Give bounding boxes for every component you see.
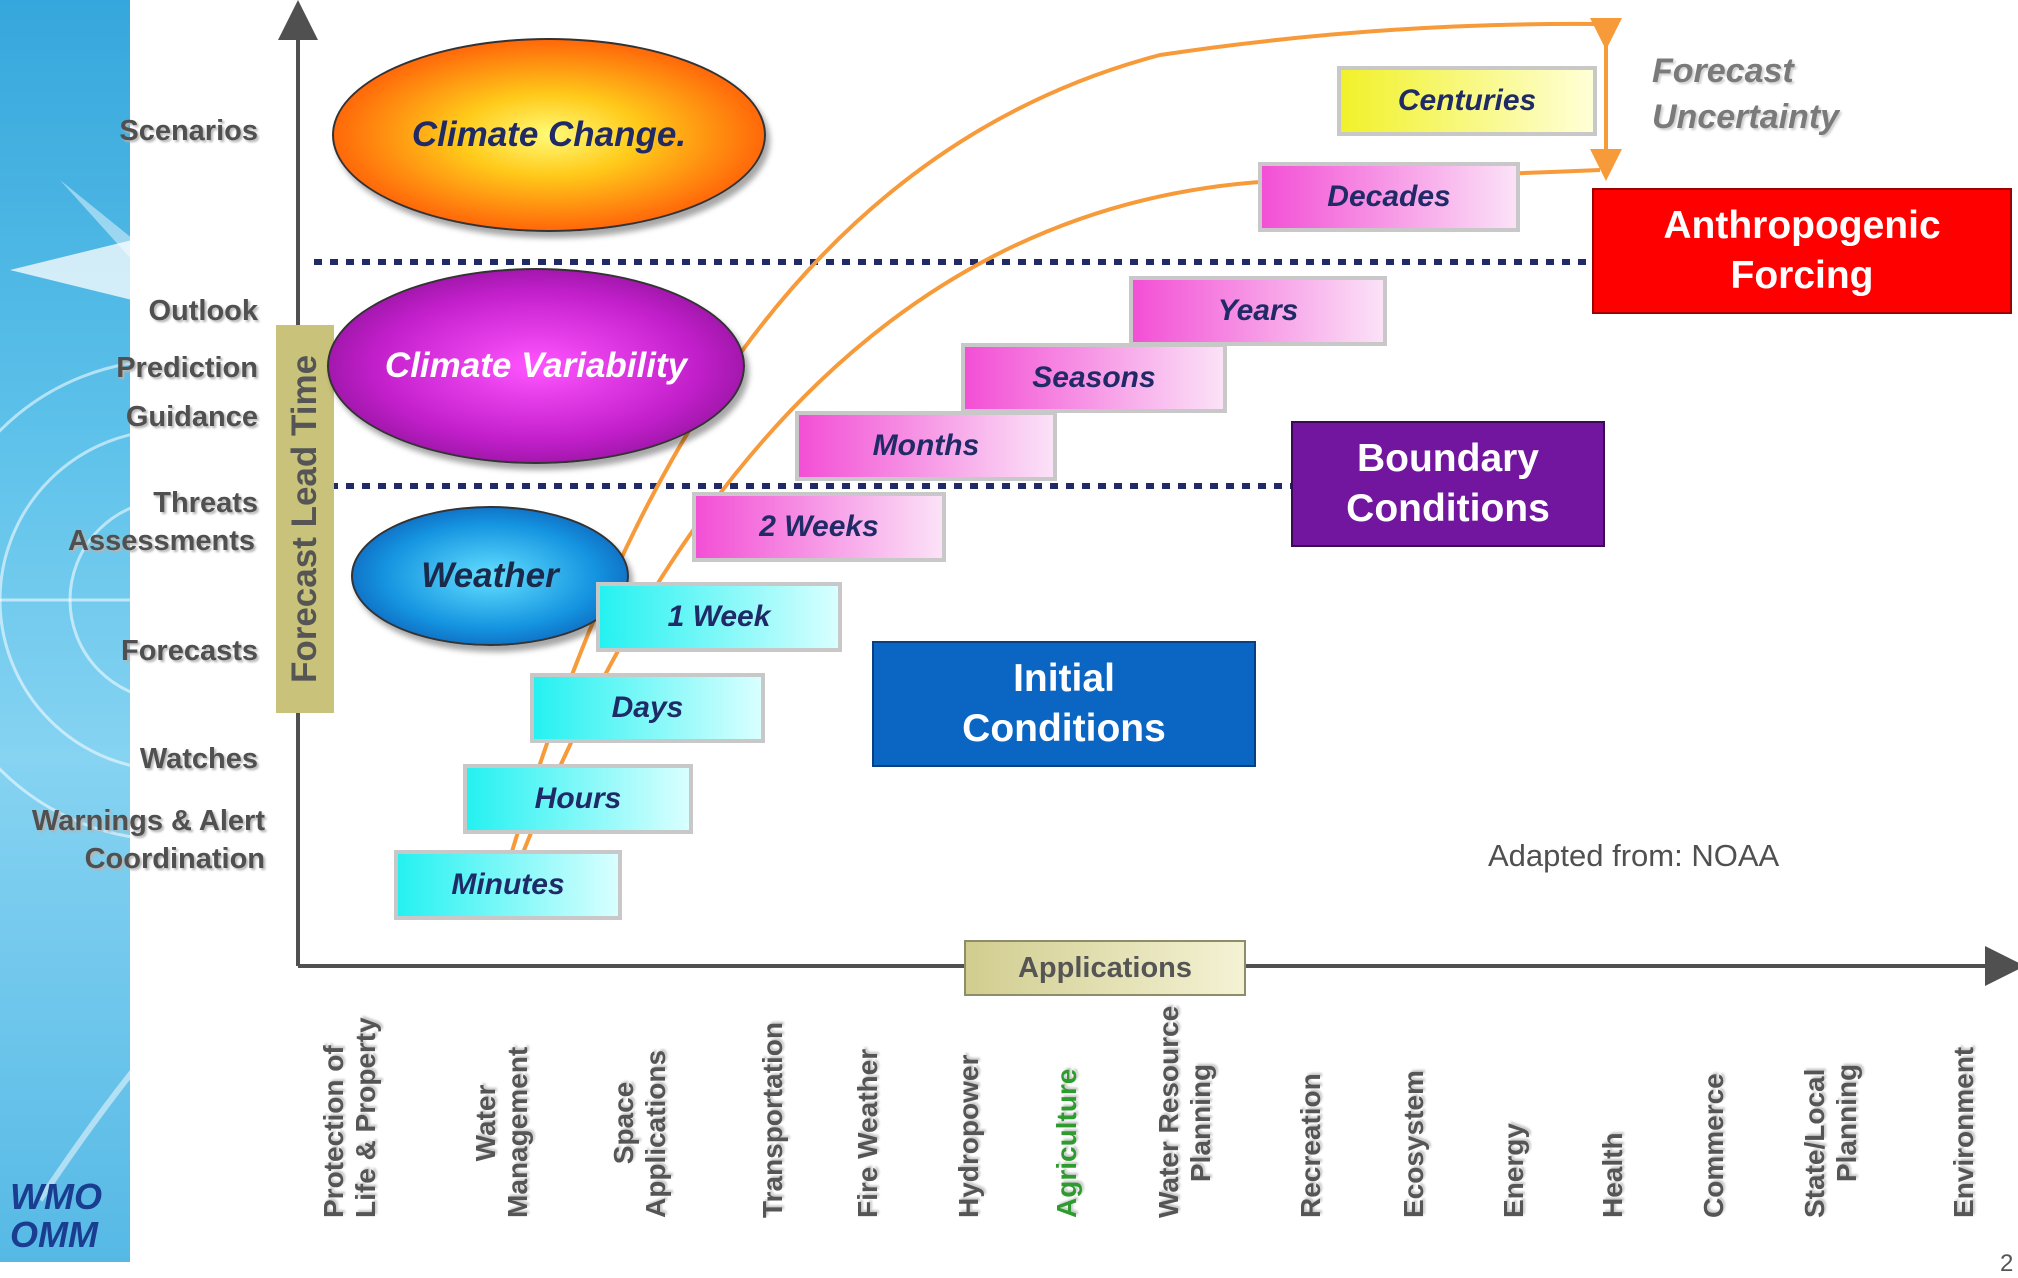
weather-ellipse: Weather <box>351 506 629 646</box>
app-ecosystem: Ecosystem <box>1398 1070 1429 1218</box>
wmo-logo-line1: WMO <box>10 1176 102 1217</box>
lead-label-prediction: Prediction <box>116 352 258 384</box>
wmo-emblem-watermark <box>0 120 300 1202</box>
wmo-logo: WMO OMM <box>10 1178 102 1254</box>
weather-label: Weather <box>421 556 559 595</box>
timescale-seasons: Seasons <box>961 343 1227 413</box>
climate-variability-label: Climate Variability <box>384 346 688 385</box>
app-energy: Energy <box>1498 1123 1529 1218</box>
lead-label-guidance: Guidance <box>125 401 258 433</box>
climate-change-ellipse: Climate Change. <box>332 38 766 232</box>
timescale-1-week: 1 Week <box>596 582 842 652</box>
lead-label-warnings: Warnings & Alert <box>31 805 265 837</box>
timescale-2-weeks: 2 Weeks <box>692 492 946 562</box>
forecast-uncertainty-label: Forecast Uncertainty <box>1652 52 1840 136</box>
app-environment: Environment <box>1948 1046 1979 1218</box>
page-number: 2 <box>2000 1250 2014 1277</box>
x-axis-label: Applications <box>964 940 1246 996</box>
app-agriculture: Agriculture <box>1051 1068 1082 1218</box>
app-commerce: Commerce <box>1698 1073 1729 1218</box>
timescale-hours: Hours <box>463 764 693 834</box>
climate-change-label: Climate Change. <box>411 115 687 154</box>
timescale-minutes: Minutes <box>394 850 622 920</box>
app-recreation: Recreation <box>1295 1073 1326 1218</box>
y-axis-label: Forecast Lead Time <box>276 325 334 713</box>
lead-label-assessments: Assessments <box>68 525 255 557</box>
lead-label-outlook: Outlook <box>148 295 258 327</box>
app-transportation: Transportation <box>757 1021 788 1218</box>
lead-label-forecasts: Forecasts <box>120 635 258 667</box>
app-health: Health <box>1597 1132 1628 1218</box>
wmo-logo-line2: OMM <box>10 1214 98 1255</box>
app-fire-weather: Fire Weather <box>852 1048 883 1218</box>
timescale-decades: Decades <box>1258 162 1520 232</box>
source-note: Adapted from: NOAA <box>1488 838 1780 873</box>
timescale-centuries: Centuries <box>1337 66 1597 136</box>
timescale-years: Years <box>1129 276 1387 346</box>
side-banner <box>0 0 130 1262</box>
timescale-days: Days <box>530 673 765 743</box>
lead-label-scenarios: Scenarios <box>119 115 258 147</box>
app-hydropower: Hydropower <box>953 1054 984 1218</box>
lead-label-threats: Threats <box>153 487 258 519</box>
lead-label-watches: Watches <box>139 743 258 775</box>
lead-label-coordination: Coordination <box>84 843 265 875</box>
climate-variability-ellipse: Climate Variability <box>327 268 745 464</box>
timescale-months: Months <box>795 411 1057 481</box>
